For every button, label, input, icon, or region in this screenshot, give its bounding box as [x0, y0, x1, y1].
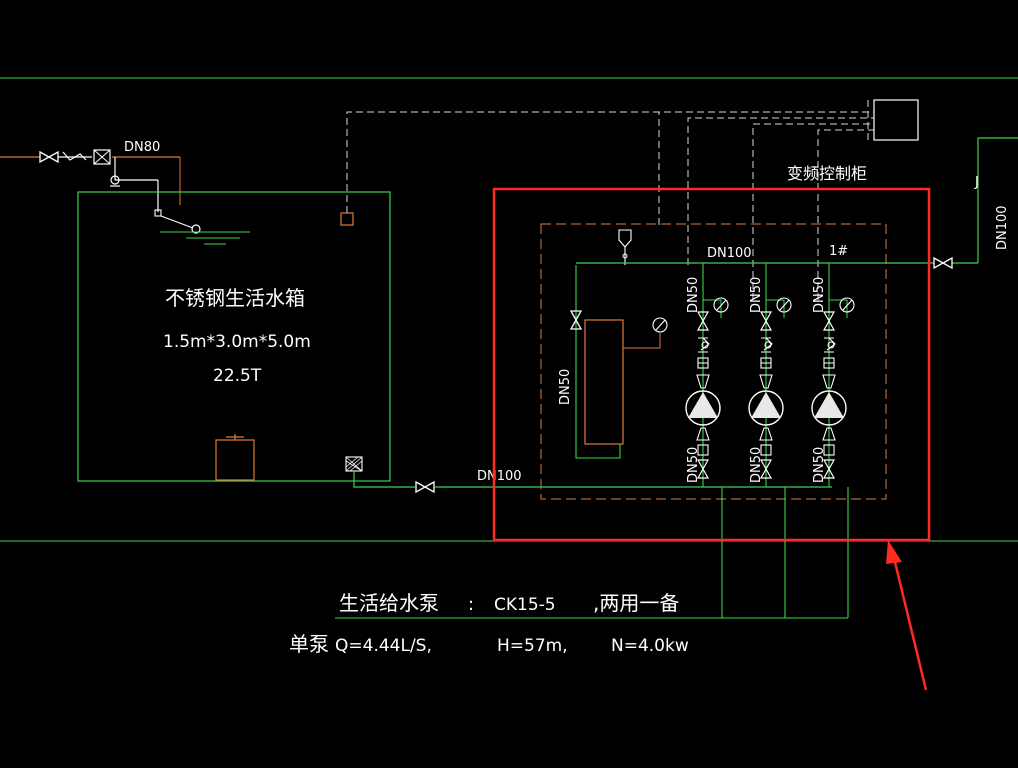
pump-spec-head: H=57m,	[497, 636, 568, 656]
pump-icon	[685, 390, 721, 426]
pump-suction-valve-icon	[696, 459, 710, 479]
suction-gate-valve-icon	[415, 481, 435, 493]
pump-spec-note: ,两用一备	[593, 591, 679, 615]
pump-lower-pipe-label: DN50	[812, 447, 827, 483]
tank-capacity-label: 22.5T	[213, 366, 262, 386]
highlight-arrow-icon	[886, 540, 928, 691]
pressure-gauge-icon	[776, 297, 792, 313]
inlet-gate-valve-icon	[39, 151, 59, 163]
inlet-pipe	[0, 156, 181, 212]
pump-spec-colon: :	[468, 594, 474, 615]
pressure-gauge-icon	[839, 297, 855, 313]
pump-discharge-valve-icon	[822, 311, 836, 331]
pressure-gauge-icon	[713, 297, 729, 313]
pump-suction-valve-icon	[759, 459, 773, 479]
suction-main-pipe	[353, 471, 415, 488]
tank-outlet-strainer-icon	[345, 456, 363, 472]
water-tank	[77, 191, 391, 482]
pressure-tank-pipe-label: DN50	[558, 369, 573, 405]
check-valve-icon	[62, 151, 87, 161]
tank-name-label: 不锈钢生活水箱	[165, 286, 305, 310]
meter-box-icon	[93, 149, 111, 165]
outlet-gate-valve-icon	[933, 257, 953, 269]
pump-lower-pipe-label: DN50	[749, 447, 764, 483]
pump-spec-name: 生活给水泵	[339, 591, 439, 615]
pressure-tank	[575, 265, 624, 459]
soft-joint-icon	[823, 444, 835, 456]
control-cabinet-label: 变频控制柜	[787, 164, 867, 183]
outlet-riser-label: DN100	[995, 205, 1010, 250]
suction-pipe-label: DN100	[477, 469, 522, 484]
air-release-valve-icon	[618, 229, 632, 265]
outlet-riser-pipe	[977, 137, 1018, 263]
soft-joint-icon	[697, 444, 709, 456]
pressure-tank-gauge-icon	[623, 317, 668, 349]
pump-spec-prefix: 单泵	[289, 632, 329, 656]
header-pipe-label: DN100	[707, 246, 752, 261]
control-signal-lines	[346, 100, 874, 300]
pump-upper-pipe-label: DN50	[812, 277, 827, 313]
pump-room-boundary	[540, 223, 887, 500]
pump-icon	[748, 390, 784, 426]
pump-spec-model: CK15-5	[494, 595, 556, 615]
pump-discharge-valve-icon	[759, 311, 773, 331]
pump-spec-power: N=4.0kw	[611, 636, 689, 656]
inlet-regulator-icon	[110, 175, 120, 187]
vfd-control-cabinet	[873, 99, 919, 141]
pump-upper-pipe-label: DN50	[686, 277, 701, 313]
tank-sterilizer-box	[215, 434, 255, 481]
float-valve-icon	[154, 209, 250, 245]
tank-size-label: 1.5m*3.0m*5.0m	[163, 332, 311, 352]
pump-discharge-valve-icon	[696, 311, 710, 331]
soft-joint-icon	[760, 444, 772, 456]
pump-icon	[811, 390, 847, 426]
inlet-pipe-label: DN80	[124, 140, 160, 155]
outlet-riser-mark: J	[974, 175, 979, 190]
highlight-box	[492, 187, 931, 542]
pump-id-label: 1#	[829, 244, 848, 259]
pump-upper-pipe-label: DN50	[749, 277, 764, 313]
pump-spec-flow: Q=4.44L/S,	[335, 636, 432, 656]
pump-suction-valve-icon	[822, 459, 836, 479]
pump-lower-pipe-label: DN50	[686, 447, 701, 483]
level-sensor-box	[340, 212, 354, 226]
pump-drain-lines	[335, 487, 849, 619]
